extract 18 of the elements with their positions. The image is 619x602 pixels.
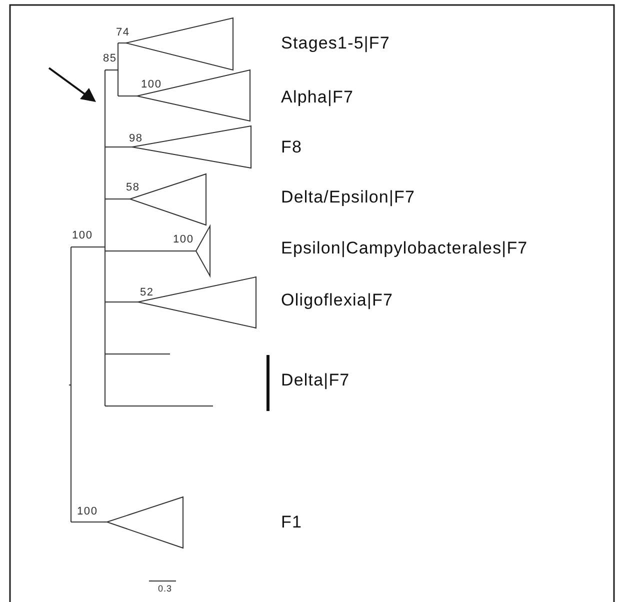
clade-name: Oligoflexia|F7 — [281, 292, 394, 308]
bootstrap-value: 100 — [72, 230, 93, 242]
clade-name: Delta|F7 — [281, 372, 350, 388]
clade-name: F8 — [281, 138, 302, 156]
bootstrap-value: 58 — [126, 182, 140, 194]
bootstrap-value: 52 — [140, 288, 154, 298]
clade-name: Delta/Epsilon|F7 — [281, 188, 416, 206]
clade-name: Alpha|F7 — [281, 88, 354, 106]
clade-name: F1 — [281, 514, 302, 530]
bootstrap-value: 74 — [116, 28, 130, 38]
bootstrap-value: 100 — [77, 506, 98, 518]
bootstrap-value: 98 — [129, 134, 143, 144]
clade-name: Stages1-5|F7 — [281, 34, 390, 52]
bootstrap-value: 85 — [103, 54, 117, 64]
scale-label: 0.3 — [158, 584, 172, 594]
bootstrap-value: 100 — [141, 80, 162, 90]
bootstrap-value: 100 — [173, 234, 194, 246]
clade-name: Epsilon|Campylobacterales|F7 — [281, 240, 528, 256]
